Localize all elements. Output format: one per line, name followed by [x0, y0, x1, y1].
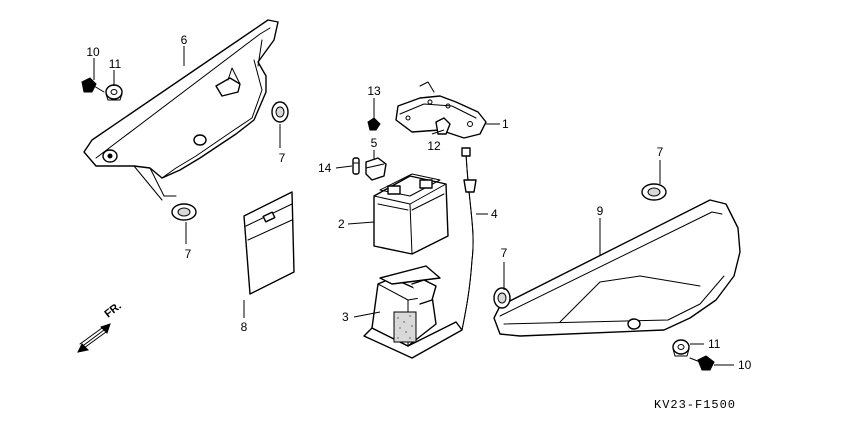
callout-7-lower-right: 7 — [501, 246, 508, 260]
bolt-right — [689, 355, 715, 371]
collar-left — [105, 84, 123, 101]
callout-8: 8 — [241, 320, 248, 334]
callout-11-left: 11 — [109, 57, 122, 71]
callout-14: 14 — [318, 161, 332, 175]
battery-bracket — [395, 81, 487, 139]
grommet-upper-left — [271, 101, 289, 123]
callout-7-upper-left: 7 — [279, 151, 286, 165]
holder-texture — [397, 315, 413, 339]
front-arrow-icon — [77, 323, 111, 353]
battery-holder — [363, 265, 463, 359]
diagram-code: KV23-F1500 — [654, 398, 736, 412]
grommet-lower-right — [493, 287, 511, 309]
screw — [367, 117, 381, 131]
grommet-upper-right — [641, 183, 667, 201]
collar-right — [672, 339, 690, 357]
callout-1: 1 — [502, 117, 509, 131]
callout-4: 4 — [491, 207, 498, 221]
callout-6: 6 — [181, 33, 188, 47]
left-side-cover — [83, 19, 279, 201]
callout-7-lower-left: 7 — [185, 247, 192, 261]
tool-bag — [243, 191, 295, 295]
fuse-holder — [365, 157, 387, 181]
callout-5: 5 — [371, 136, 378, 150]
right-side-cover — [493, 199, 741, 337]
callout-11-right: 11 — [708, 337, 721, 351]
callout-9: 9 — [597, 204, 604, 218]
callout-10-left: 10 — [86, 45, 100, 59]
fuse — [352, 157, 360, 175]
callout-2: 2 — [338, 217, 345, 231]
leader-lines — [93, 46, 734, 366]
grommet-lower-left — [171, 203, 197, 221]
callout-7-upper-right: 7 — [657, 145, 664, 159]
bolt-left — [81, 77, 105, 93]
battery — [373, 173, 449, 255]
callout-12: 12 — [427, 139, 441, 153]
callout-13: 13 — [367, 84, 381, 98]
callout-10-right: 10 — [738, 358, 752, 372]
callout-3: 3 — [342, 310, 349, 324]
front-indicator-label: FR. — [102, 300, 123, 320]
callout-labels: 6 10 11 7 7 8 13 1 12 5 14 2 4 3 9 7 7 1… — [86, 33, 751, 372]
breather-tube — [461, 147, 477, 331]
